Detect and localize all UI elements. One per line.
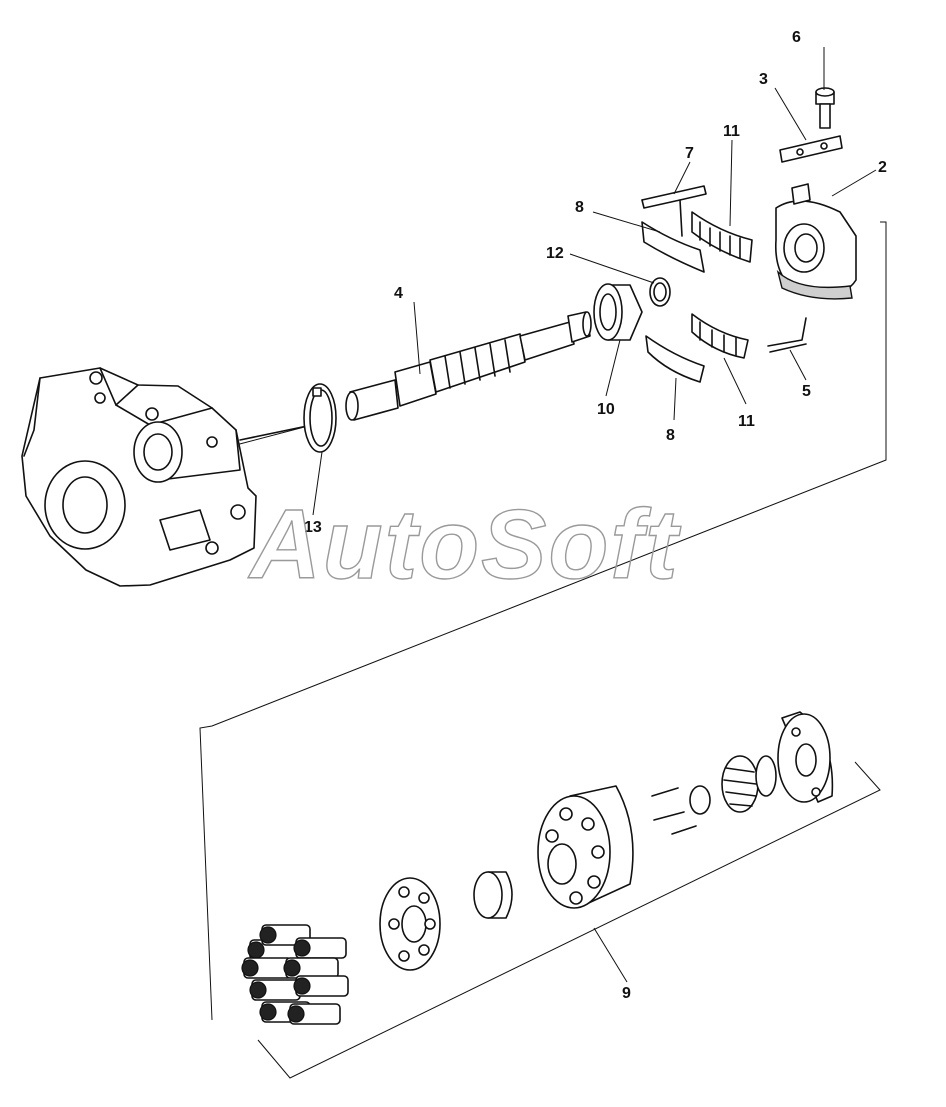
part-8-shell-lower [645, 335, 705, 383]
watermark: AutoSoft [247, 489, 681, 599]
callout-leaders [312, 47, 877, 983]
callout-2: 2 [878, 159, 887, 176]
piston [287, 1003, 341, 1025]
callout-4: 4 [394, 285, 403, 302]
part-9-pins [651, 787, 697, 835]
piston [283, 957, 339, 979]
callout-7: 7 [685, 145, 694, 162]
piston [293, 975, 349, 997]
callout-5: 5 [802, 383, 811, 400]
part-9-cylinder-block [537, 785, 634, 909]
part-12-shim-ring [649, 277, 671, 307]
part-7-wire-pin [641, 185, 707, 237]
part-6-screw [815, 87, 835, 129]
callout-13: 13 [304, 519, 322, 536]
callout-3: 3 [759, 71, 768, 88]
part-9-retaining-plate [379, 877, 441, 971]
part-9-pistons [241, 924, 349, 1025]
callout-8-upper: 8 [575, 199, 584, 216]
part-5-wire-pin [767, 317, 807, 353]
part-3-plate [779, 135, 843, 163]
part-11-roller-lower [691, 313, 749, 359]
part-10-bearing [593, 283, 643, 341]
pump-housing [21, 367, 313, 587]
part-8-shell-upper [641, 221, 705, 273]
callout-11-upper: 11 [723, 123, 740, 140]
part-11-roller-upper [691, 211, 753, 263]
callout-6: 6 [792, 29, 801, 46]
piston [249, 979, 301, 1001]
piston [293, 937, 347, 959]
callout-10: 10 [597, 401, 615, 418]
part-4-drive-shaft [345, 311, 592, 421]
part-9-valve-plate [777, 711, 834, 803]
part-9-ball-guide [473, 871, 513, 919]
callout-12: 12 [546, 245, 564, 262]
part-9-spring-set [689, 755, 777, 815]
piston [241, 957, 293, 979]
part-2-swashplate [774, 183, 857, 300]
callout-8-lower: 8 [666, 427, 675, 444]
callout-labels: 2 3 4 5 6 7 8 8 9 10 11 11 12 13 [304, 29, 887, 1002]
part-13-circlip [303, 383, 337, 453]
callout-11-lower: 11 [738, 413, 755, 430]
callout-9: 9 [622, 985, 631, 1002]
